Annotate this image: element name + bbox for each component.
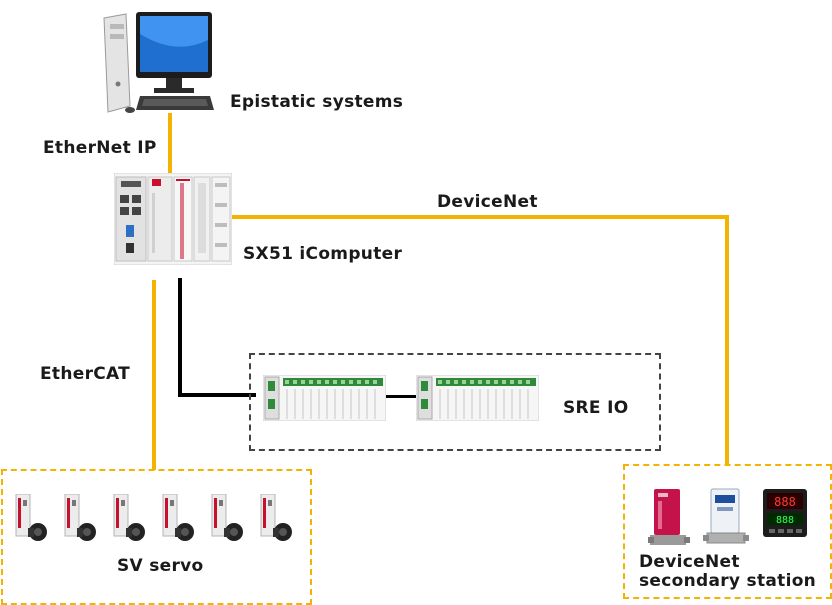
devicenet-label: DeviceNet <box>437 192 538 212</box>
sre-io-group <box>249 353 661 451</box>
io-module-interconnect <box>386 395 416 398</box>
io-module-icon <box>262 374 387 422</box>
servo-label: SV servo <box>117 556 204 576</box>
ethercat-label: EtherCAT <box>40 364 131 384</box>
io-link-vertical <box>178 278 182 397</box>
controller-label: SX51 iComputer <box>243 244 403 264</box>
servo-motor-icon <box>259 493 295 546</box>
devicenet-link-vertical <box>725 215 729 465</box>
io-module-icon <box>415 374 540 422</box>
ethernet-ip-label: EtherNet IP <box>43 138 157 158</box>
servo-motor-icon <box>210 493 246 546</box>
temperature-controller-icon: 888 888 <box>763 489 807 545</box>
plc-controller-icon <box>113 172 233 266</box>
station-label-line2: secondary station <box>639 571 817 591</box>
io-link-horizontal <box>178 393 256 397</box>
devicenet-station-group <box>623 464 832 599</box>
svg-text:888: 888 <box>774 495 796 509</box>
station-label-line1: DeviceNet <box>639 552 740 572</box>
svg-text:888: 888 <box>776 515 794 526</box>
flow-meter-icon <box>648 487 690 553</box>
flow-meter-icon <box>703 487 749 553</box>
ethercat-link <box>152 280 156 470</box>
ethernet-ip-link <box>168 113 172 181</box>
servo-motor-icon <box>63 493 99 546</box>
servo-motor-icon <box>14 493 50 546</box>
devicenet-link-horizontal <box>232 215 729 219</box>
io-label: SRE IO <box>563 398 629 418</box>
servo-motor-icon <box>161 493 197 546</box>
desktop-computer-icon <box>96 10 216 118</box>
servo-motor-icon <box>112 493 148 546</box>
host-label: Epistatic systems <box>230 92 404 112</box>
